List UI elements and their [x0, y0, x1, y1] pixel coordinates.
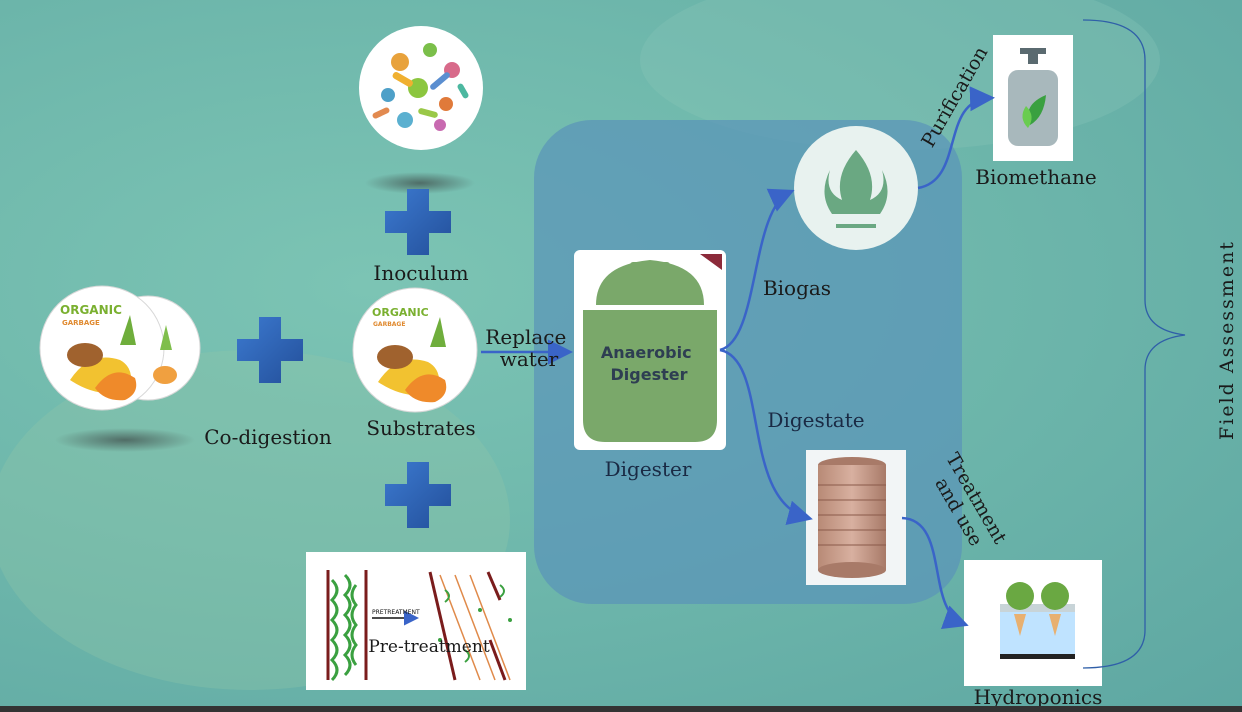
- storage-tank-icon: [806, 450, 906, 585]
- co-digestion-label: Co-digestion: [204, 425, 332, 449]
- field-assessment-bracket: [1082, 19, 1186, 669]
- hydroponic-plants-icon: [964, 560, 1102, 686]
- replace-water-line: water: [500, 347, 559, 371]
- digestate-label: Digestate: [767, 408, 864, 432]
- garbage-text: GARBAGE: [373, 321, 405, 328]
- biomethane-label: Biomethane: [975, 165, 1097, 189]
- plus-icon: [385, 462, 451, 528]
- replace-water-line: Replace: [485, 325, 566, 349]
- anaerobic-digester-line: Digester: [611, 365, 688, 384]
- anaerobic-digester-line: Anaerobic: [601, 343, 692, 362]
- substrates-label: Substrates: [366, 416, 475, 440]
- arrow-to-biomethane: [917, 86, 995, 190]
- arrow-to-digestate: [719, 348, 813, 525]
- organic-garbage-icon: [39, 285, 201, 411]
- microbes-icon: [359, 26, 483, 150]
- anaerobic-digester-label: Anaerobic Digester: [601, 343, 697, 384]
- plus-icon: [237, 317, 303, 383]
- pretreatment-arrow-text: PRETREATMENT: [372, 609, 420, 616]
- arrow-to-biogas: [719, 188, 795, 352]
- organic-text: ORGANIC: [60, 303, 122, 317]
- organic-text: ORGANIC: [372, 306, 429, 319]
- shadow: [365, 172, 475, 194]
- shadow: [55, 428, 195, 452]
- digester-label: Digester: [605, 457, 692, 481]
- gas-cylinder-icon: [993, 35, 1073, 161]
- field-assessment-label: Field Assessment: [1216, 240, 1238, 440]
- arrow-to-hydroponics: [901, 516, 969, 629]
- pre-treatment-label: Pre-treatment: [368, 637, 489, 657]
- hydroponics-label: Hydroponics: [974, 685, 1103, 709]
- bottom-bar: [0, 706, 1242, 712]
- biogas-label: Biogas: [763, 276, 831, 300]
- plus-icon: [385, 189, 451, 255]
- inoculum-label: Inoculum: [373, 261, 468, 285]
- flame-icon: [794, 126, 918, 250]
- anaerobic-digester-vessel: [574, 250, 726, 450]
- replace-water-label: Replace water: [485, 325, 572, 371]
- substrates-icon: [352, 287, 478, 413]
- pretreatment-image: [306, 552, 526, 690]
- garbage-text: GARBAGE: [62, 319, 100, 327]
